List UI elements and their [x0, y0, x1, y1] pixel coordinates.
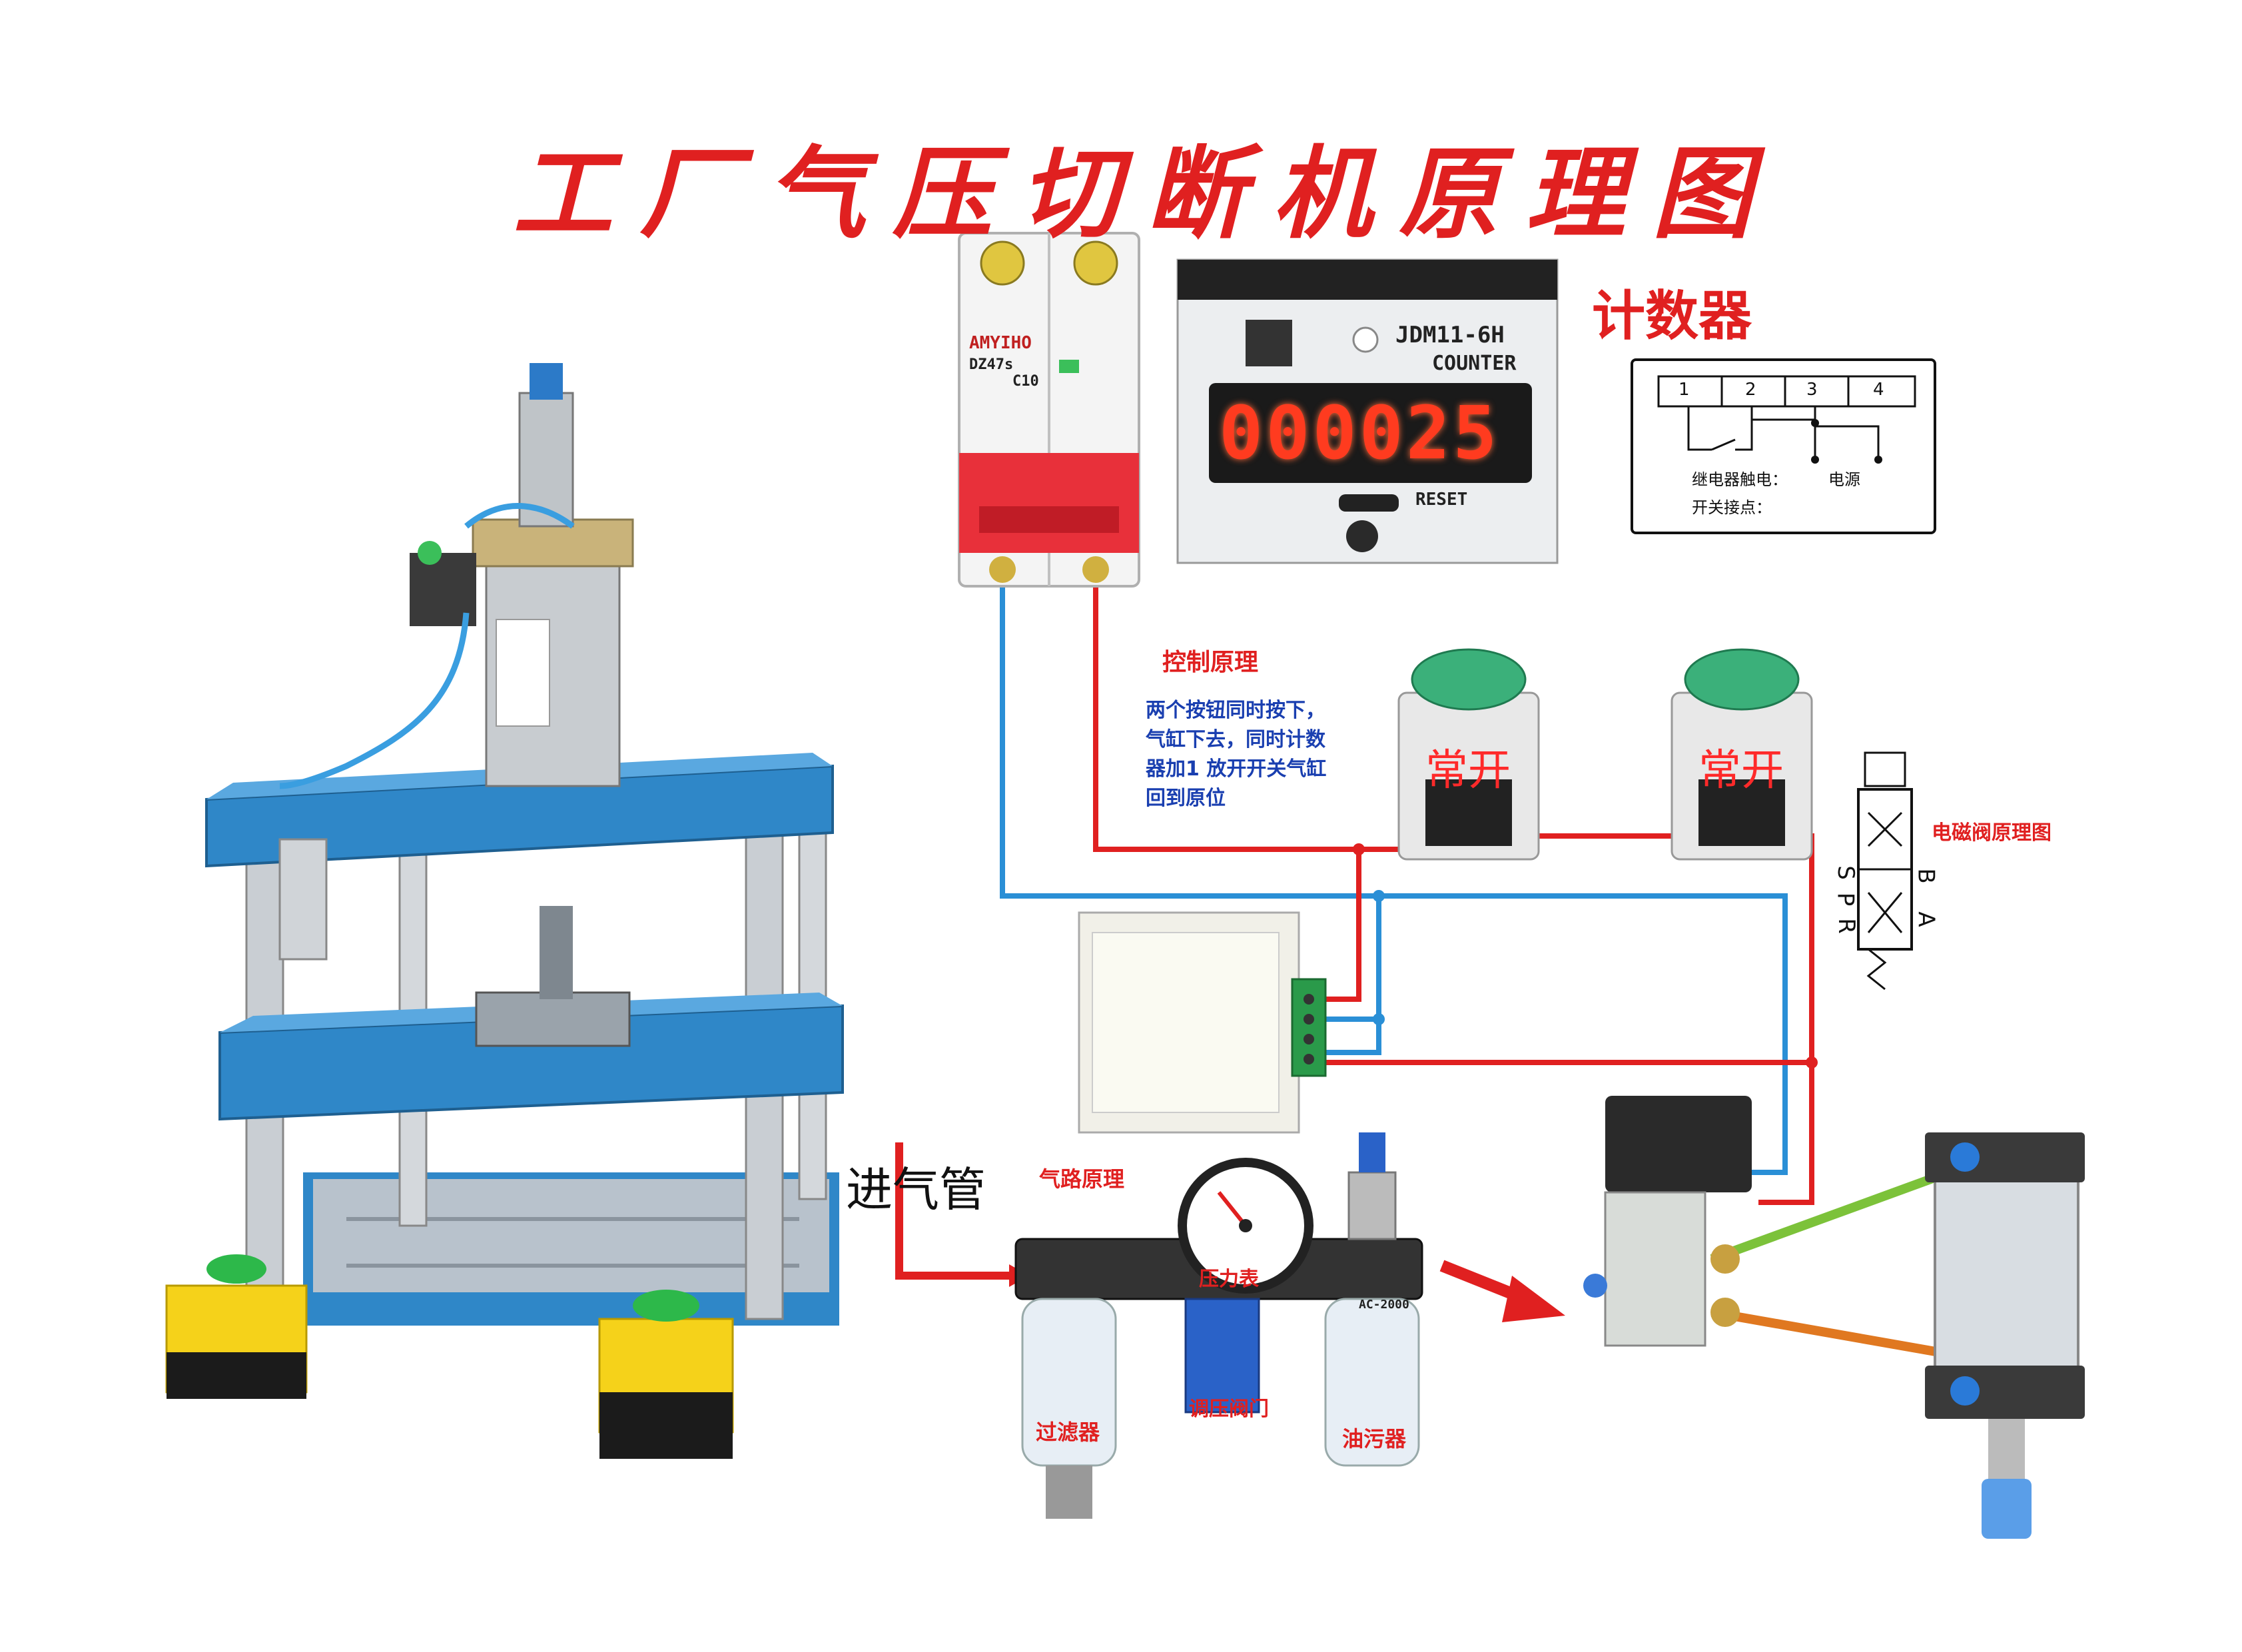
terminal-number: 2: [1745, 380, 1756, 400]
counter-label: 计数器: [1592, 285, 1752, 347]
press-tool-block: [475, 991, 631, 1047]
port-label: A: [1912, 911, 1940, 927]
air-cylinder: [1925, 1132, 2085, 1539]
press-middle-plate: [218, 1004, 844, 1121]
port-label: P: [1832, 892, 1859, 907]
counter-display: 000025: [1219, 390, 1500, 476]
press-foot-button: [598, 1290, 734, 1459]
regulator-label: 调压阀门: [1189, 1398, 1269, 1421]
orange-hose: [1710, 1308, 1960, 1360]
cylinder-rod-end: [1982, 1479, 2032, 1539]
counter-type: COUNTER: [1432, 352, 1517, 375]
blue-wire: [1000, 553, 1788, 1175]
switch-contact-label: 开关接点：: [1692, 498, 1772, 517]
terminal-number: 1: [1679, 380, 1690, 400]
breaker-switch: [959, 453, 1139, 553]
terminal-number: 4: [1873, 380, 1884, 400]
port-label: S: [1832, 865, 1859, 880]
terminal-number: 3: [1806, 380, 1818, 400]
press-cylinder-fitting: [530, 363, 563, 400]
button-label-right: 常开: [1698, 746, 1784, 795]
reset-button: [1339, 494, 1399, 512]
breaker-brand: AMYIHO: [969, 333, 1032, 353]
breaker-model: DZ47s: [969, 356, 1014, 373]
wiring: [895, 553, 1960, 1360]
frl-unit: [1014, 1132, 1423, 1519]
relay-contact-label: 继电器触电：: [1692, 470, 1788, 489]
solenoid-diagram-label: 电磁阀原理图: [1932, 821, 2052, 845]
control-heading: 控制原理: [1162, 649, 1259, 676]
terminal-diagram: [1631, 358, 1936, 534]
press-air-tube: [279, 612, 470, 789]
frl-model: AC-2000: [1359, 1298, 1409, 1312]
counter-logo: [1246, 320, 1292, 366]
control-description: 两个按钮同时按下， 气缸下去，同时计数 器加1 放开开关气缸 回到原位: [1146, 699, 1327, 810]
push-button-right: [1671, 648, 1813, 861]
solenoid-valve: [1583, 1096, 1752, 1347]
circuit-breaker: [958, 232, 1140, 588]
inlet-label: 进气管: [846, 1162, 986, 1217]
counter-controller-module: [1078, 911, 1327, 1134]
press-cylinder-cap: [472, 518, 634, 568]
press-piston-rod: [540, 906, 573, 999]
power-label: 电源: [1828, 470, 1860, 489]
lubricator-bowl: [1324, 1298, 1420, 1467]
counter-reset-label: RESET: [1415, 490, 1468, 510]
counter-model: JDM11-6H: [1395, 322, 1505, 348]
counter-display-window: [1209, 383, 1532, 483]
page-title: 工厂气压切断机原理图: [513, 135, 1779, 252]
green-hose: [1710, 1164, 1960, 1264]
air-inlet-line: [895, 1142, 1009, 1280]
valve-body: [1604, 1191, 1706, 1347]
port-label: B: [1912, 868, 1940, 884]
breaker-rating: C10: [1012, 373, 1039, 390]
press-foot-button: [165, 1254, 308, 1399]
valve-coil: [1605, 1096, 1752, 1192]
press-cylinder-label: [496, 619, 550, 727]
filter-label: 过滤器: [1036, 1420, 1100, 1445]
press-side-filter: [278, 838, 328, 961]
push-button-left: [1397, 648, 1540, 861]
lubricator-label: 油污器: [1342, 1426, 1407, 1451]
red-wire: [1093, 553, 1425, 852]
gauge-label: 压力表: [1199, 1268, 1259, 1291]
air-path-heading: 气路原理: [1039, 1166, 1125, 1192]
press-machine: [165, 363, 844, 1459]
button-label-left: 常开: [1425, 746, 1511, 795]
solenoid-valve-symbol: [1857, 751, 1913, 991]
counter-device: [1176, 258, 1559, 564]
regulator-knob: [1184, 1298, 1260, 1414]
port-label: R: [1832, 918, 1860, 934]
